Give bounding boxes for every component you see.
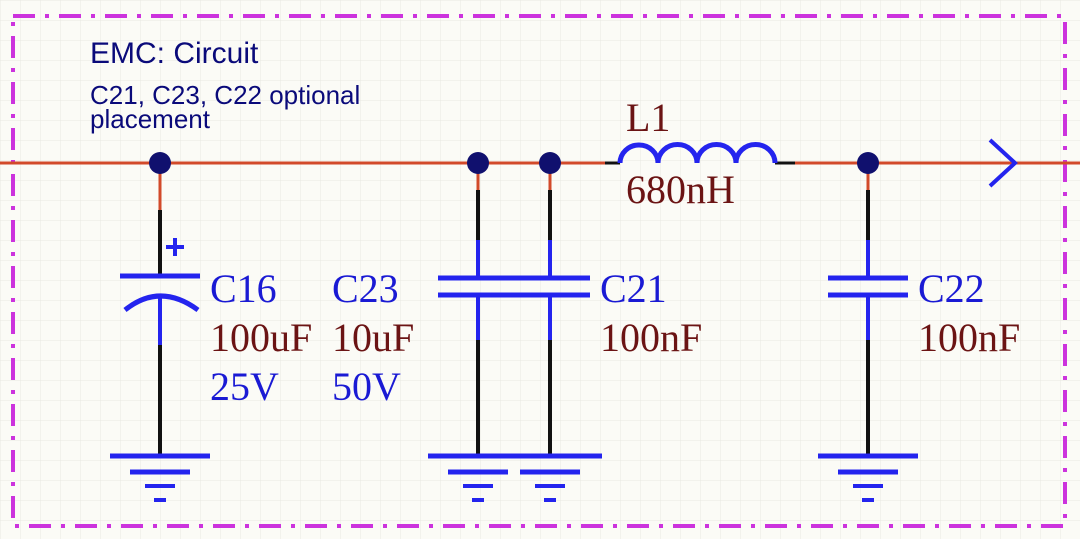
ground-symbol-c22 (818, 453, 918, 502)
capacitor-c21-symbol (510, 163, 590, 455)
sheet-border (11, 14, 1067, 528)
note-line-components: C21, C23, C22 optional (90, 80, 361, 110)
note-title: EMC: Circuit (90, 37, 259, 70)
capacitor-c22-symbol (828, 163, 908, 455)
inductor-l1-coil (617, 142, 778, 164)
note-line-placement: placement (90, 104, 210, 134)
c22-ref-label: C22 (918, 266, 985, 311)
capacitor-c16-symbol (120, 163, 200, 455)
c22-value-label: 100nF (918, 315, 1021, 360)
ground-symbol-c23 (428, 453, 528, 502)
junction-dot-c21 (539, 152, 561, 174)
ground-symbol-c16 (110, 453, 210, 502)
junction-dot-c23 (467, 152, 489, 174)
c16-ref-label: C16 (210, 266, 277, 311)
c23-voltage-label: 50V (332, 364, 401, 409)
junction-dot-c22 (857, 152, 879, 174)
c23-ref-label: C23 (332, 266, 399, 311)
ground-symbol-c21 (514, 453, 602, 502)
c21-ref-label: C21 (600, 266, 667, 311)
c21-value-label: 100nF (600, 315, 703, 360)
output-port-arrow (988, 138, 1018, 188)
inductor-ref-label: L1 (626, 95, 671, 140)
capacitor-c23-symbol (438, 163, 518, 455)
junction-dot-c16 (149, 152, 171, 174)
inductor-value-label: 680nH (626, 167, 735, 212)
c16-value-label: 100uF (210, 315, 313, 360)
c16-voltage-label: 25V (210, 364, 279, 409)
c23-value-label: 10uF (332, 315, 415, 360)
